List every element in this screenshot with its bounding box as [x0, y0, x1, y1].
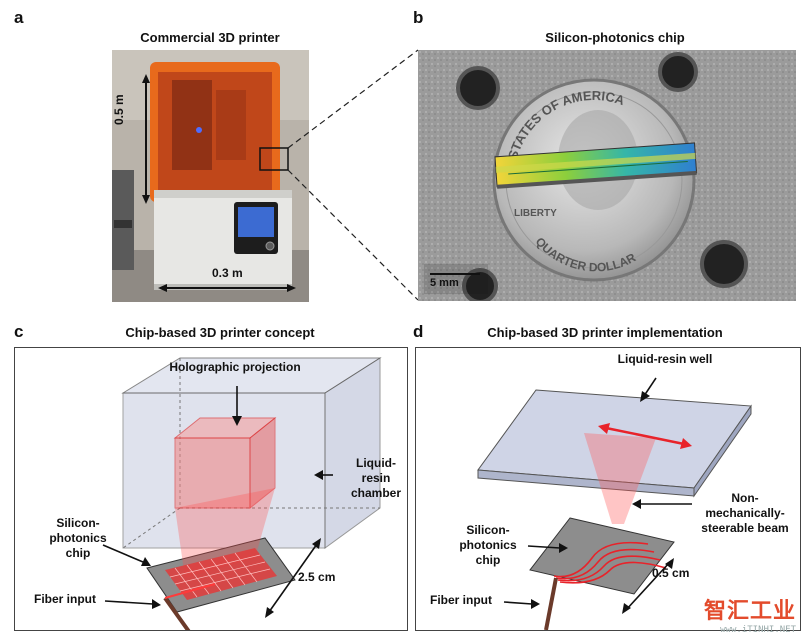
concept-diagram: [14, 347, 408, 635]
panel-d-title: Chip-based 3D printer implementation: [487, 325, 723, 340]
well-label: Liquid-resin well: [617, 352, 713, 366]
scale-bar-label: 5 mm: [430, 277, 459, 289]
implementation-diagram: [415, 347, 801, 631]
dim-label-d: 0.5 cm: [652, 566, 690, 580]
beam-label: Non- mechanically- steerable beam: [701, 491, 789, 535]
printer-width-label: 0.3 m: [212, 266, 243, 280]
panel-letter-a: a: [14, 8, 24, 27]
panel-c-title: Chip-based 3D printer concept: [125, 325, 315, 340]
panel-letter-d: d: [413, 322, 424, 341]
chip-label-c: Silicon- photonics chip: [49, 516, 107, 560]
dim-label-c: 2.5 cm: [298, 570, 336, 584]
watermark-main: 智汇工业: [703, 599, 796, 624]
watermark: 智汇工业 www.iTINHI.NET: [704, 593, 796, 635]
panel-b-title: Silicon-photonics chip: [545, 30, 685, 45]
panel-letter-c: c: [14, 322, 24, 341]
chip-photo: STATES OF AMERICA QUARTER DOLLAR LIBERTY: [418, 50, 796, 304]
zoom-lines: [287, 49, 419, 301]
printer-photo: [112, 50, 309, 302]
watermark-sub: www.iTINHI.NET: [720, 625, 796, 635]
panel-letter-b: b: [413, 8, 424, 27]
fiber-label-d: Fiber input: [430, 593, 492, 607]
fiber-label-c: Fiber input: [34, 592, 96, 606]
svg-text:LIBERTY: LIBERTY: [514, 208, 557, 219]
chamber-label: Liquid- resin chamber: [350, 456, 402, 500]
panel-a-title: Commercial 3D printer: [140, 30, 280, 45]
chip-label-d: Silicon- photonics chip: [459, 523, 517, 567]
holo-label: Holographic projection: [169, 360, 301, 374]
